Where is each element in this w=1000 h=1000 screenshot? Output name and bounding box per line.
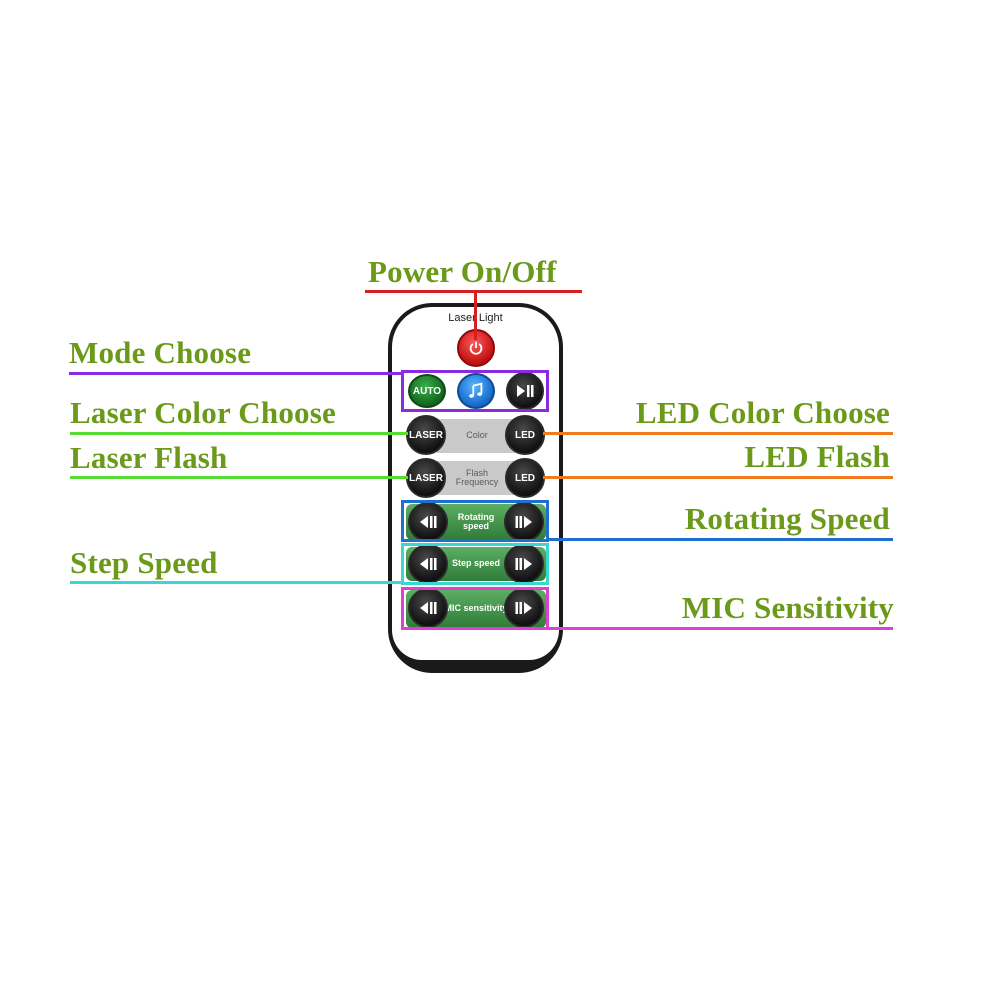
laser-color-label: LASER <box>409 429 443 441</box>
power-callout-line <box>365 290 582 293</box>
color-panel: Color <box>437 419 517 453</box>
led-color-label: LED <box>515 429 535 441</box>
fast-forward-icon <box>515 558 532 570</box>
play-pause-icon <box>517 385 534 397</box>
mic-sensitivity-callout-label: MIC Sensitivity <box>681 590 894 625</box>
mode-callout-label: Mode Choose <box>69 335 252 370</box>
step-speed-callout-box <box>401 543 549 585</box>
flash-frequency-panel: Flash Frequency <box>437 461 517 495</box>
rotating-speed-panel-label: Rotating speed <box>457 511 495 531</box>
laser-color-button[interactable]: LASER <box>406 415 446 455</box>
rotating-speed-callout-label: Rotating Speed <box>684 501 890 536</box>
rewind-icon <box>420 516 437 528</box>
led-flash-callout-line <box>543 476 893 479</box>
step-speed-panel-label: Step speed <box>451 558 500 569</box>
color-panel-label: Color <box>466 430 488 441</box>
power-callout-stem <box>474 290 477 340</box>
fast-forward-icon <box>515 516 532 528</box>
led-flash-callout-label: LED Flash <box>744 439 890 474</box>
rotating-speed-up-button[interactable] <box>504 502 544 542</box>
led-color-callout-label: LED Color Choose <box>635 395 890 430</box>
led-color-button[interactable]: LED <box>505 415 545 455</box>
flash-frequency-label: Flash Frequency <box>455 467 499 487</box>
rewind-icon <box>420 558 437 570</box>
led-color-callout-line <box>543 432 893 435</box>
laser-flash-button[interactable]: LASER <box>406 458 446 498</box>
mic-sensitivity-callout-line <box>548 627 893 630</box>
laser-color-callout-label: Laser Color Choose <box>70 395 336 430</box>
laser-flash-label: LASER <box>409 472 443 484</box>
mode-callout-box <box>401 370 549 412</box>
step-speed-callout-label: Step Speed <box>70 545 218 580</box>
rotating-speed-callout-box <box>401 500 549 542</box>
music-note-icon <box>469 382 483 398</box>
mic-sensitivity-up-button[interactable] <box>504 588 544 628</box>
rotating-speed-callout-line <box>548 538 893 541</box>
rewind-icon <box>420 602 437 614</box>
led-flash-button[interactable]: LED <box>505 458 545 498</box>
music-button[interactable] <box>457 373 495 409</box>
laser-flash-callout-line <box>70 476 408 479</box>
auto-button[interactable]: AUTO <box>408 374 446 408</box>
power-icon <box>469 341 483 355</box>
laser-flash-callout-label: Laser Flash <box>70 440 228 475</box>
led-flash-label: LED <box>515 472 535 484</box>
rotating-speed-down-button[interactable] <box>408 502 448 542</box>
auto-label: AUTO <box>412 385 442 397</box>
laser-color-callout-line <box>70 432 408 435</box>
mode-callout-line <box>69 372 403 375</box>
mic-sensitivity-down-button[interactable] <box>408 588 448 628</box>
step-speed-callout-line <box>70 581 403 584</box>
power-callout-label: Power On/Off <box>368 254 557 289</box>
mic-sensitivity-callout-box <box>401 587 549 630</box>
fast-forward-icon <box>515 602 532 614</box>
mic-sensitivity-panel-label: MIC sensitivity <box>444 603 508 614</box>
